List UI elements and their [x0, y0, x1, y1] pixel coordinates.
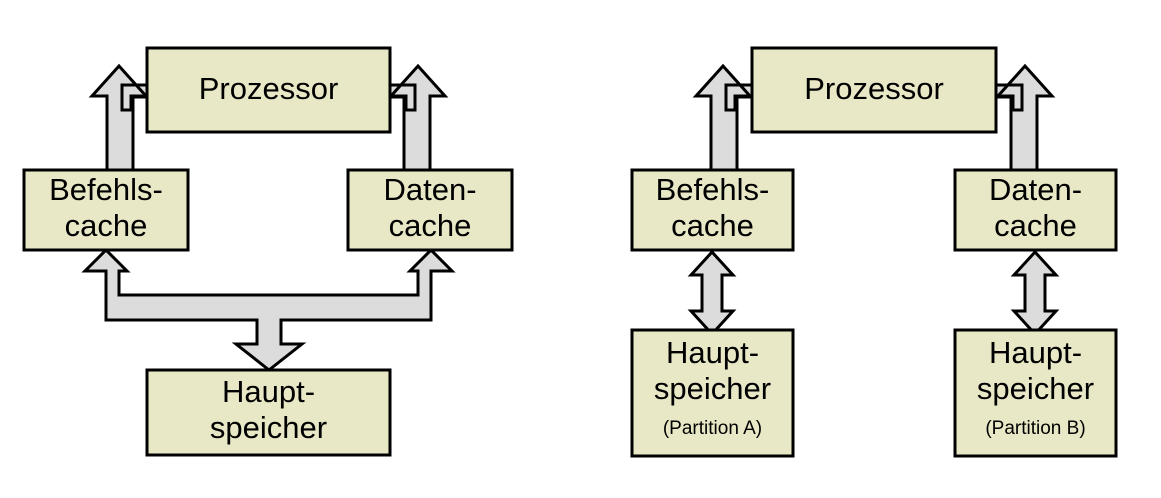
- panel-modifizierte-harvard-architektur: Prozessor Befehls- cache Daten- cache Ha…: [22, 46, 514, 457]
- node-datencache-right-label-line1: Daten-: [989, 172, 1082, 207]
- connector-caches-hauptspeicher-arrow: [81, 247, 456, 372]
- node-datencache-right: [953, 168, 1118, 252]
- node-befehlscache-left-label-line1: Befehls-: [49, 172, 163, 207]
- node-hauptspeicher-partition-a-sublabel: (Partition A): [663, 418, 762, 439]
- node-prozessor-left-label: Prozessor: [199, 71, 339, 106]
- node-befehlscache-left: [22, 168, 190, 252]
- node-hauptspeicher-left-label-line1: Haupt-: [222, 374, 315, 409]
- node-prozessor-right-label: Prozessor: [804, 71, 944, 106]
- node-hauptspeicher-left-label-line2: speicher: [210, 410, 327, 445]
- connector-befehlscache-hauptspeicher-a-arrow: [687, 249, 737, 337]
- node-datencache-left-label-line1: Daten-: [383, 172, 476, 207]
- node-datencache-left: [346, 168, 514, 252]
- node-hauptspeicher-partition-b-label-line2: speicher: [977, 371, 1094, 406]
- node-hauptspeicher-left: [145, 368, 392, 457]
- node-datencache-right-label-line2: cache: [994, 208, 1077, 243]
- node-hauptspeicher-partition-a-label-line2: speicher: [654, 371, 771, 406]
- node-datencache-left-label-line2: cache: [389, 208, 472, 243]
- node-hauptspeicher-partition-a: [630, 328, 795, 458]
- node-befehlscache-right-label-line1: Befehls-: [656, 172, 770, 207]
- node-befehlscache-right: [630, 168, 795, 252]
- node-hauptspeicher-partition-a-label-line1: Haupt-: [666, 335, 759, 370]
- node-befehlscache-right-label-line2: cache: [671, 208, 754, 243]
- panel-echte-harvard-architektur: Prozessor Befehls- cache Daten- cache Ha…: [630, 46, 1118, 458]
- node-hauptspeicher-partition-b: [953, 328, 1118, 458]
- node-prozessor-right: [750, 46, 998, 134]
- node-befehlscache-left-label-line2: cache: [65, 208, 148, 243]
- node-prozessor-left: [145, 46, 392, 134]
- node-hauptspeicher-partition-b-label-line1: Haupt-: [989, 335, 1082, 370]
- connector-datencache-hauptspeicher-b-arrow: [1010, 249, 1060, 337]
- node-hauptspeicher-partition-b-sublabel: (Partition B): [985, 418, 1085, 439]
